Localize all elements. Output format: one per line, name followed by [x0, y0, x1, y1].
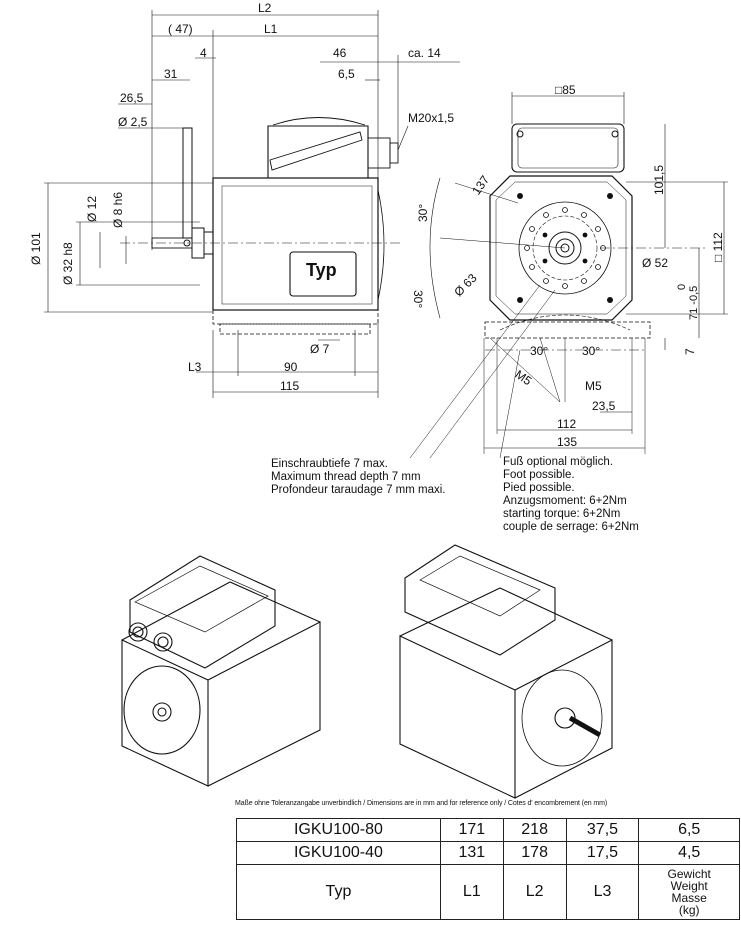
dim-115: 115	[280, 379, 300, 393]
foot-option-note: Fuß optional möglich. Foot possible. Pie…	[503, 456, 639, 533]
dim-26-5: 26,5	[120, 91, 144, 105]
dim-90: 90	[284, 360, 298, 374]
side-view	[44, 10, 460, 398]
spec-table: IGKU100-80 171 218 37,5 6,5 IGKU100-40 1…	[236, 818, 740, 920]
angle-30-upper: 30°	[416, 203, 430, 222]
table-row: IGKU100-80 171 218 37,5 6,5	[236, 818, 740, 842]
table-cell: 6,5	[638, 818, 740, 842]
table-header-cell: Gewicht Weight Masse (kg)	[638, 864, 740, 920]
angle-30-foot-left: 30°	[530, 344, 549, 358]
table-header-cell: Typ	[236, 864, 441, 920]
table-cell: IGKU100-40	[236, 841, 441, 865]
table-cell: IGKU100-80	[236, 818, 441, 842]
table-header-row: Typ L1 L2 L3 Gewicht Weight Masse (kg)	[236, 864, 740, 920]
iso-view-right	[399, 544, 613, 799]
table-caption: Maße ohne Toleranzangabe unverbindlich /…	[235, 800, 608, 807]
front-view	[409, 92, 728, 459]
dim-l3: L3	[188, 360, 202, 374]
dim-101-5: 101,5	[652, 164, 666, 195]
dim-m5-right: M5	[585, 379, 602, 393]
dim-4: 4	[200, 46, 207, 60]
table-cell: 17,5	[565, 841, 640, 865]
angle-30-lower: 30°	[411, 290, 425, 309]
dim-d8h6: Ø 8 h6	[111, 191, 125, 228]
table-header-cell: L1	[439, 864, 504, 920]
dim-6-5: 6,5	[338, 67, 355, 81]
dim-135: 135	[557, 435, 578, 449]
dim-112: 112	[557, 417, 577, 431]
dim-sq85: □85	[555, 83, 576, 97]
table-header-cell: L2	[502, 864, 567, 920]
dim-7-foot: 7	[683, 348, 697, 355]
dim-sq112: □ 112	[711, 232, 725, 262]
dim-d52: Ø 52	[642, 256, 669, 270]
dim-d7: Ø 7	[310, 342, 330, 356]
dim-d101: Ø 101	[29, 232, 43, 265]
dim-d2-5: Ø 2,5	[118, 115, 148, 129]
dim-47: ( 47)	[168, 22, 193, 36]
table-row: IGKU100-40 131 178 17,5 4,5	[236, 841, 740, 865]
dim-23-5: 23,5	[592, 399, 616, 413]
dim-46: 46	[333, 46, 347, 60]
type-plate-label: Typ	[306, 260, 337, 280]
table-cell: 4,5	[638, 841, 740, 865]
dim-71: 71 -0,5	[688, 285, 700, 320]
dim-l2: L2	[258, 1, 272, 15]
table-cell: 131	[439, 841, 504, 865]
table-cell: 218	[502, 818, 567, 842]
table-cell: 171	[439, 818, 504, 842]
dim-31: 31	[164, 67, 178, 81]
dim-d32h8: Ø 32 h8	[61, 242, 75, 285]
dim-m20: M20x1,5	[408, 111, 455, 125]
thread-depth-note: Einschraubtiefe 7 max. Maximum thread de…	[271, 458, 446, 496]
dim-d12: Ø 12	[85, 195, 99, 222]
angle-30-foot-right: 30°	[582, 344, 601, 358]
table-cell: 178	[502, 841, 567, 865]
table-cell: 37,5	[565, 818, 640, 842]
table-header-cell: L3	[565, 864, 640, 920]
iso-view-left	[121, 555, 321, 787]
dim-l1: L1	[264, 22, 278, 36]
dim-ca14: ca. 14	[408, 46, 441, 60]
